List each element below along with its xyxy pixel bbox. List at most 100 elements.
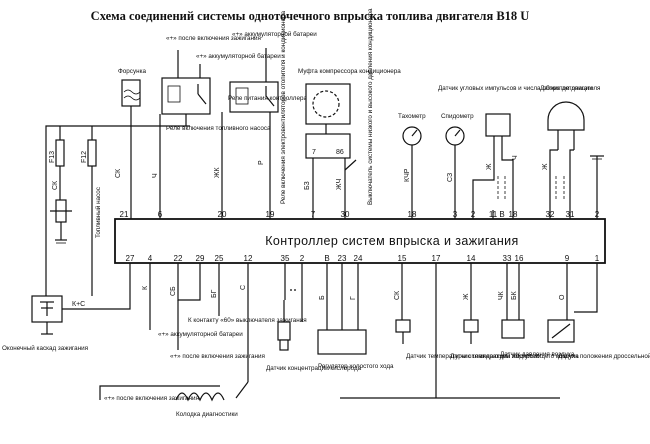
diag-block-label: Колодка диагностики	[176, 411, 238, 418]
air-temp-sensor: Ж Датчик температуры поступающего воздух…	[450, 263, 579, 360]
pin-label: 1	[595, 254, 600, 263]
injector-label: Форсунка	[118, 68, 146, 75]
compressor-clutch: Муфта компрессора кондиционера	[298, 68, 401, 134]
idle-regulator: Б Г Регулятор холостого хода	[317, 263, 394, 370]
wire-label: Ч	[512, 155, 519, 160]
wire-label: СК	[115, 168, 122, 178]
crank-sensor: Датчик угловых импульсов и числа оборото…	[438, 84, 600, 219]
compressor-label: Муфта компрессора кондиционера	[298, 68, 401, 75]
pin-label: 25	[215, 254, 224, 263]
pin-label: 2	[300, 254, 305, 263]
fuse-f13: F13	[49, 139, 65, 167]
pin-label: 9	[565, 254, 570, 263]
oxygen-sensor: Датчик концентрации кислорода	[266, 263, 362, 372]
pressure-sensor-label: Датчик давления воздуха	[500, 351, 575, 358]
diagnostic-connector: С «+» после включения зажигания Колодка …	[99, 263, 249, 418]
wire-label: СБ	[170, 286, 177, 296]
fan-relay: 7 86 Реле включения электровентиляторов …	[280, 10, 357, 219]
pin-label: 24	[354, 254, 363, 263]
wire-label: КЧР	[404, 168, 411, 182]
wire-label: БГ	[211, 289, 218, 298]
pin-label: 29	[196, 254, 205, 263]
note-battery-2: «+» аккумуляторной батареи	[232, 30, 317, 38]
speedometer: Спидометр СЗ	[441, 113, 474, 219]
bottom-left-wires: К «+» аккумуляторной батареи СБ «+» посл…	[142, 263, 307, 360]
pump-relay: «+» после включения зажигания «+» аккуму…	[152, 35, 281, 219]
pressure-sensor: ЧК БК Датчик давления воздуха	[498, 263, 575, 358]
tachometer-label: Тахометр	[398, 113, 426, 120]
wire-label: Г	[350, 296, 357, 300]
fuse-f12: F12	[81, 139, 97, 167]
pin-label: 14	[467, 254, 476, 263]
wire-label: С	[240, 285, 247, 290]
pin-label: 33	[503, 254, 512, 263]
wire-label: ЧК	[498, 290, 505, 300]
controller-relay: «+» аккумуляторной батареи Реле питания …	[214, 30, 317, 219]
pin-label: 12	[244, 254, 253, 263]
wire-label: СК	[52, 180, 59, 190]
controller-block: Контроллер систем впрыска и зажигания	[114, 218, 606, 264]
air-temp-sensor-label: Датчик температуры поступающего воздуха	[450, 353, 579, 360]
pin-label: 23	[338, 254, 347, 263]
fuse-f12-label: F12	[81, 151, 88, 163]
note-ignition-1: «+» после включения зажигания	[166, 35, 261, 42]
note-battery-3: «+» аккумуляторной батареи	[158, 330, 243, 338]
speedometer-label: Спидометр	[441, 113, 474, 120]
throttle-sensor: О Датчик положения дроссельной заслонки	[547, 263, 650, 360]
diagram-title: Схема соединений системы одноточечного в…	[91, 9, 530, 23]
fan-relay-pin: 7	[312, 149, 316, 156]
wire-label: ЖЧ	[336, 179, 343, 190]
ignition-cascade: Оконечный каскад зажигания К+С	[2, 263, 131, 352]
wire-label: БЗ	[304, 181, 311, 190]
pin-label: 21	[120, 210, 129, 219]
pin-label: B	[324, 254, 329, 263]
controller-bottom-pins: 27 4 22 29 25 12 35 2 B 23 24 15 17 14 3…	[126, 254, 600, 263]
pin-label: 35	[281, 254, 290, 263]
pump-relay-label: Реле включения топливного насоса	[166, 125, 271, 132]
controller-relay-label: Реле питания контроллера	[228, 95, 307, 102]
note-ignition-3: «+» после включения зажигания	[104, 395, 199, 402]
wire-label: СК	[394, 290, 401, 300]
ignition-cascade-label: Оконечный каскад зажигания	[2, 344, 88, 352]
wire-label: К	[142, 285, 149, 290]
wire-label: Ж	[542, 163, 549, 170]
knock-sensor-label: Датчик детонации	[540, 85, 593, 92]
pin-label: B	[499, 210, 504, 219]
pin-label: 22	[174, 254, 183, 263]
pin-label: 4	[148, 254, 153, 263]
wire-label: К+С	[72, 301, 85, 308]
controller-label: Контроллер систем впрыска и зажигания	[265, 234, 518, 248]
coolant-sensor-label: Датчик температуры охлаждающей жидкости	[406, 352, 540, 360]
wire-label: О	[559, 294, 566, 300]
wire-label: Б	[319, 295, 326, 300]
note-switch-60: К контакту «60» выключателя зажигания	[188, 317, 307, 324]
fuel-pump-label: Топливный насос	[94, 187, 102, 238]
coolant-sensor: СК Датчик температуры охлаждающей жидкос…	[394, 263, 540, 398]
wire-label: Р	[258, 160, 265, 165]
wire-label: ЖК	[214, 167, 221, 178]
crank-sensor-label: Датчик угловых импульсов и числа оборото…	[438, 84, 600, 92]
power-bus	[45, 125, 190, 300]
wire-label: Ж	[463, 293, 470, 300]
wire-label: Ч	[152, 173, 159, 178]
ac-switch-label: Выключатель системы низкого и высокого д…	[367, 8, 374, 205]
injector: Форсунка СК	[115, 68, 146, 219]
oxygen-sensor-label: Датчик концентрации кислорода	[266, 365, 362, 372]
pin-label: 15	[398, 254, 407, 263]
fan-relay-pin: 86	[336, 149, 344, 156]
note-ignition-2: «+» после включения зажигания	[170, 353, 265, 360]
throttle-sensor-label: Датчик положения дроссельной заслонки	[558, 352, 650, 360]
wire-label: СЗ	[447, 173, 454, 182]
idle-regulator-label: Регулятор холостого хода	[318, 363, 394, 370]
controller-top-pins: 21 6 20 19 7 30 18 3 2 11 B 18 32 31 2	[120, 210, 600, 219]
fuel-pump: Топливный насос	[50, 187, 102, 244]
pin-label: 16	[515, 254, 524, 263]
wire-label: Ж	[486, 163, 493, 170]
pin-label: 27	[126, 254, 135, 263]
pin-label: 17	[432, 254, 441, 263]
note-battery-1: «+» аккумуляторной батареи	[196, 52, 281, 60]
tachometer: Тахометр КЧР	[398, 113, 426, 219]
fuse-f13-label: F13	[49, 151, 56, 163]
knock-sensor: Датчик детонации Ж	[540, 85, 604, 219]
